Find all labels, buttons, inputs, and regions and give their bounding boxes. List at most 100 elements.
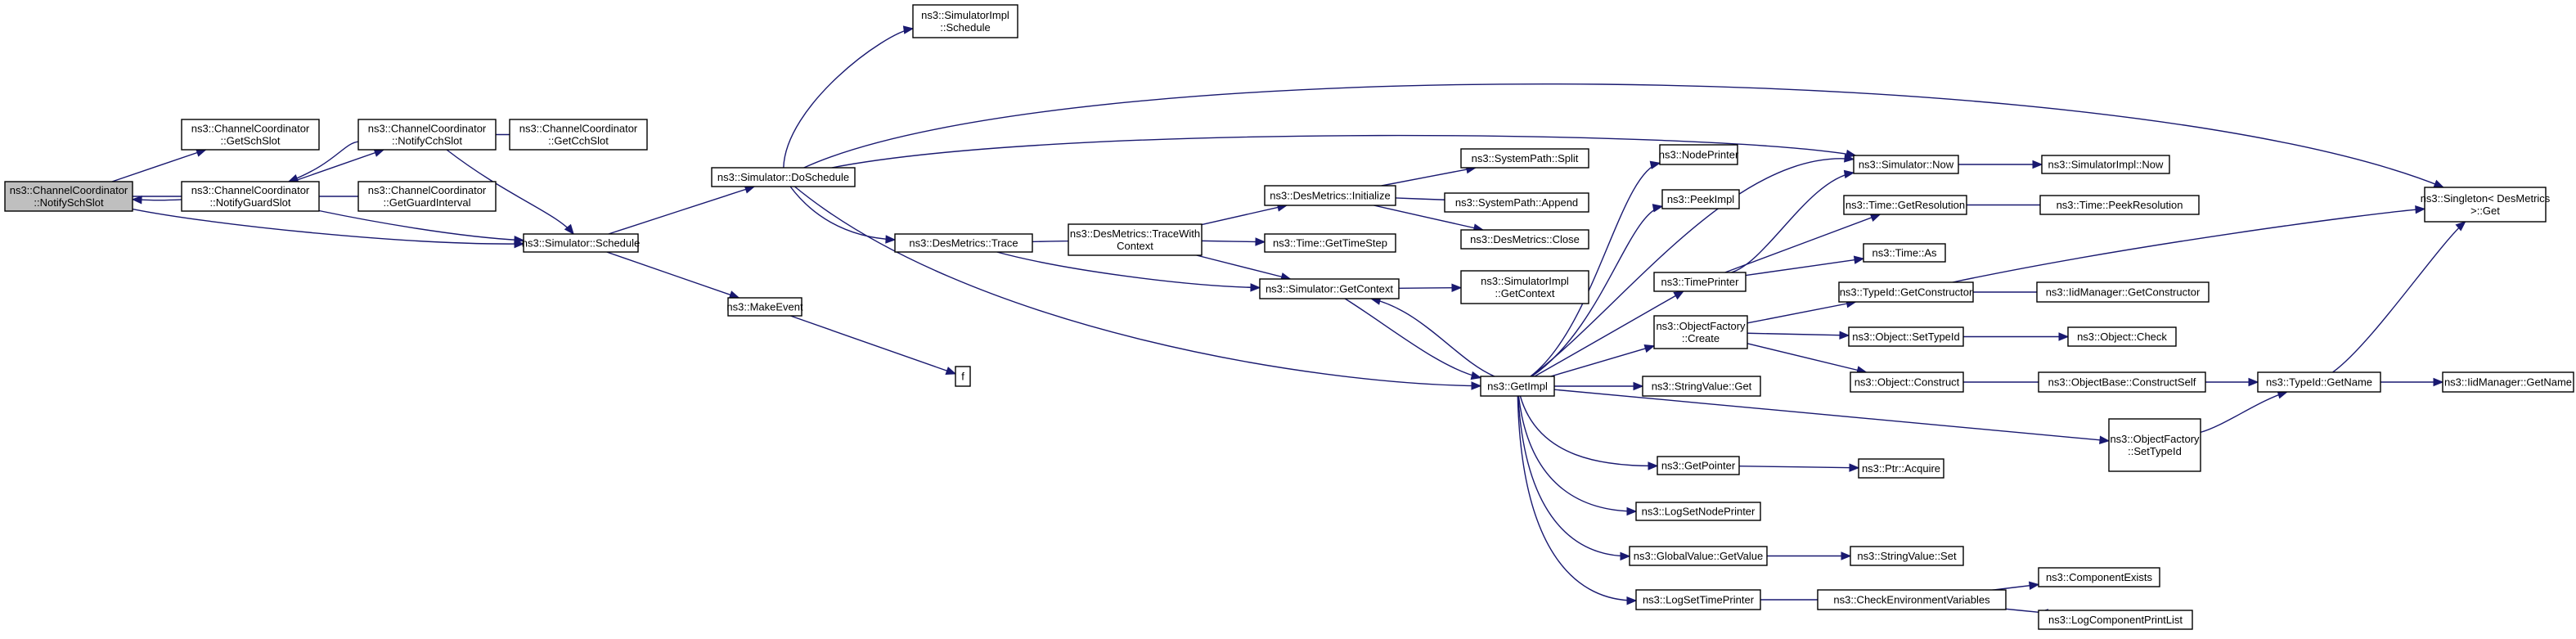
node-ns3-time-as[interactable]: ns3::Time::As: [1863, 243, 1946, 263]
node-box[interactable]: [509, 119, 648, 151]
node-box[interactable]: [1264, 185, 1396, 206]
node-box[interactable]: [2038, 610, 2193, 630]
node-box[interactable]: [727, 297, 802, 317]
node-ns3-objectbase-constructself[interactable]: ns3::ObjectBase::ConstructSelf: [2038, 371, 2206, 393]
node-ns3-systempath-split[interactable]: ns3::SystemPath::Split: [1460, 148, 1589, 169]
node-ns3-time-getresolution[interactable]: ns3::Time::GetResolution: [1843, 195, 1967, 215]
node-ns3-desmetrics-initialize[interactable]: ns3::DesMetrics::Initialize: [1264, 185, 1396, 206]
node-box[interactable]: [1653, 315, 1748, 349]
node-box[interactable]: [1661, 189, 1740, 209]
node-box[interactable]: [2036, 281, 2210, 303]
node-ns3-logcomponentprintlist[interactable]: ns3::LogComponentPrintList: [2038, 610, 2193, 630]
node-box[interactable]: [1642, 376, 1761, 397]
node-ns3-componentexists[interactable]: ns3::ComponentExists: [2038, 567, 2160, 587]
node-ns3-makeevent[interactable]: ns3::MakeEvent: [726, 297, 803, 317]
node-ns3-typeid-getconstructor[interactable]: ns3::TypeId::GetConstructor: [1838, 281, 1974, 303]
node-box[interactable]: [1817, 589, 2007, 610]
node-ns3-logsetnodeprinter[interactable]: ns3::LogSetNodePrinter: [1635, 502, 1761, 521]
node-box[interactable]: [1657, 456, 1740, 475]
node-box[interactable]: [1659, 144, 1738, 165]
node-box[interactable]: [1460, 270, 1589, 304]
node-box[interactable]: [4, 181, 133, 212]
node-ns3-channelcoordinator-getguardinterval[interactable]: ns3::ChannelCoordinator::GetGuardInterva…: [357, 181, 497, 212]
node-ns3-simulator-schedule[interactable]: ns3::Simulator::Schedule: [522, 233, 641, 253]
node-box[interactable]: [181, 181, 320, 212]
node-ns3-channelcoordinator-getschslot[interactable]: ns3::ChannelCoordinator::GetSchSlot: [181, 119, 320, 151]
node-box[interactable]: [1850, 546, 1964, 566]
node-box[interactable]: [1653, 272, 1747, 292]
node-ns3-channelcoordinator-notifycchslot[interactable]: ns3::ChannelCoordinator::NotifyCchSlot: [357, 119, 497, 151]
node-ns3-desmetrics-trace[interactable]: ns3::DesMetrics::Trace: [894, 233, 1033, 253]
node-box[interactable]: [357, 119, 497, 151]
node-box[interactable]: [1460, 148, 1589, 169]
node-box[interactable]: [1264, 233, 1396, 253]
node-ns3-object-construct[interactable]: ns3::Object::Construct: [1850, 371, 1964, 393]
node-box[interactable]: [1858, 458, 1944, 479]
node-ns3-time-gettimestep[interactable]: ns3::Time::GetTimeStep: [1264, 233, 1396, 253]
node-ns3-stringvalue-get[interactable]: ns3::StringValue::Get: [1642, 376, 1761, 397]
node-ns3-objectfactory-settypeid[interactable]: ns3::ObjectFactory::SetTypeId: [2108, 418, 2201, 472]
node-box[interactable]: [1480, 376, 1555, 397]
node-box[interactable]: [1863, 243, 1946, 263]
node-ns3-channelcoordinator-notifyguardslot[interactable]: ns3::ChannelCoordinator::NotifyGuardSlot: [181, 181, 320, 212]
node-box[interactable]: [1838, 281, 1974, 303]
node-ns3-peekimpl[interactable]: ns3::PeekImpl: [1661, 189, 1740, 209]
node-box[interactable]: [2257, 371, 2381, 393]
node-box[interactable]: [2442, 371, 2574, 393]
node-ns3-channelcoordinator-notifyschslot[interactable]: ns3::ChannelCoordinator::NotifySchSlot: [4, 181, 133, 212]
node-box[interactable]: [2424, 187, 2547, 223]
node-box[interactable]: [1460, 229, 1589, 250]
node-ns3-globalvalue-getvalue[interactable]: ns3::GlobalValue::GetValue: [1629, 546, 1768, 566]
node-box[interactable]: [2038, 567, 2160, 587]
node-ns3-ptr-acquire[interactable]: ns3::Ptr::Acquire: [1858, 458, 1944, 479]
node-box[interactable]: [912, 4, 1018, 38]
node-ns3-checkenvironmentvariables[interactable]: ns3::CheckEnvironmentVariables: [1817, 589, 2007, 610]
node-ns3-objectfactory-create[interactable]: ns3::ObjectFactory::Create: [1653, 315, 1748, 349]
node-ns3-singleton-desmetrics-get[interactable]: ns3::Singleton< DesMetrics>::Get: [2421, 187, 2551, 223]
node-ns3-object-check[interactable]: ns3::Object::Check: [2067, 326, 2177, 347]
node-box[interactable]: [2067, 326, 2177, 347]
node-box[interactable]: [1444, 192, 1589, 213]
node-ns3-iidmanager-getconstructor[interactable]: ns3::IidManager::GetConstructor: [2036, 281, 2210, 303]
node-box[interactable]: [2038, 371, 2206, 393]
node-ns3-channelcoordinator-getcchslot[interactable]: ns3::ChannelCoordinator::GetCchSlot: [509, 119, 648, 151]
node-ns3-getpointer[interactable]: ns3::GetPointer: [1657, 456, 1740, 475]
node-ns3-simulator-now[interactable]: ns3::Simulator::Now: [1853, 155, 1959, 174]
node-box[interactable]: [1635, 589, 1761, 610]
node-box[interactable]: [1068, 223, 1203, 256]
node-ns3-timeprinter[interactable]: ns3::TimePrinter: [1653, 272, 1747, 292]
node-box[interactable]: [1853, 155, 1959, 174]
node-ns3-simulator-doschedule[interactable]: ns3::Simulator::DoSchedule: [711, 167, 856, 187]
node-ns3-time-peekresolution[interactable]: ns3::Time::PeekResolution: [2039, 195, 2200, 215]
node-ns3-nodeprinter[interactable]: ns3::NodePrinter: [1659, 144, 1739, 165]
node-ns3-simulatorimpl-now[interactable]: ns3::SimulatorImpl::Now: [2041, 155, 2170, 174]
node-box[interactable]: [1629, 546, 1768, 566]
node-ns3-getimpl[interactable]: ns3::GetImpl: [1480, 376, 1555, 397]
node-box[interactable]: [894, 233, 1033, 253]
node-ns3-simulatorimpl-getcontext[interactable]: ns3::SimulatorImpl::GetContext: [1460, 270, 1589, 304]
node-ns3-object-settypeid[interactable]: ns3::Object::SetTypeId: [1848, 326, 1964, 347]
node-ns3-iidmanager-getname[interactable]: ns3::IidManager::GetName: [2442, 371, 2574, 393]
node-box[interactable]: [1850, 371, 1964, 393]
node-ns3-simulatorimpl-schedule[interactable]: ns3::SimulatorImpl::Schedule: [912, 4, 1018, 38]
node-ns3-simulator-getcontext[interactable]: ns3::Simulator::GetContext: [1259, 278, 1400, 299]
node-box[interactable]: [1848, 326, 1964, 347]
node-box[interactable]: [1259, 278, 1400, 299]
node-box[interactable]: [1843, 195, 1967, 215]
node-f[interactable]: f: [955, 366, 971, 387]
node-ns3-desmetrics-close[interactable]: ns3::DesMetrics::Close: [1460, 229, 1589, 250]
node-ns3-typeid-getname[interactable]: ns3::TypeId::GetName: [2257, 371, 2381, 393]
node-box[interactable]: [2039, 195, 2200, 215]
node-box[interactable]: [181, 119, 320, 151]
node-box[interactable]: [955, 366, 971, 387]
node-box[interactable]: [2108, 418, 2201, 472]
node-box[interactable]: [1635, 502, 1761, 521]
node-ns3-logsettimeprinter[interactable]: ns3::LogSetTimePrinter: [1635, 589, 1761, 610]
node-ns3-systempath-append[interactable]: ns3::SystemPath::Append: [1444, 192, 1589, 213]
node-box[interactable]: [523, 233, 639, 253]
node-box[interactable]: [357, 181, 497, 212]
node-box[interactable]: [711, 167, 856, 187]
node-box[interactable]: [2041, 155, 2170, 174]
node-ns3-stringvalue-set[interactable]: ns3::StringValue::Set: [1850, 546, 1964, 566]
